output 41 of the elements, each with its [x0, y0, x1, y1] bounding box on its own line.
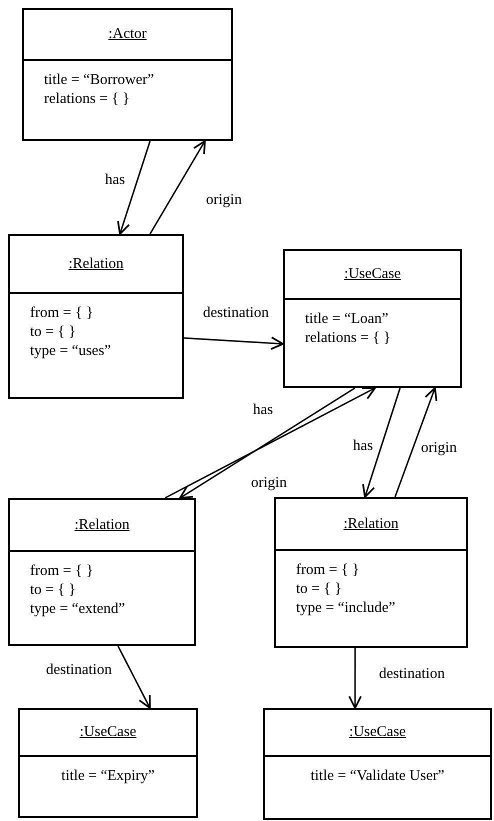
arrow: [179, 387, 356, 499]
object-name: :UseCase: [349, 724, 406, 741]
arrow: [362, 388, 401, 498]
attribute-text: from = { }: [30, 562, 94, 581]
attribute-text: relations = { }: [44, 90, 130, 109]
object-box: [22, 8, 233, 141]
arrow: [164, 387, 376, 499]
arrow: [348, 648, 362, 709]
attribute-text: to = { }: [30, 323, 76, 342]
attribute-text: title = “Expiry”: [61, 767, 155, 786]
object-name: :Actor: [108, 26, 147, 43]
arrow: [184, 336, 284, 350]
edge-label: origin: [250, 475, 288, 491]
attribute-text: from = { }: [30, 304, 94, 323]
object-box: [274, 497, 468, 648]
attribute-text: title = “Validate User”: [310, 767, 444, 786]
object-name: :UseCase: [344, 266, 401, 283]
attribute-text: from = { }: [296, 561, 360, 580]
attribute-text: title = “Borrower”: [44, 71, 154, 90]
attribute-text: to = { }: [296, 580, 342, 599]
arrow: [394, 387, 438, 498]
object-box: [263, 708, 492, 820]
arrow: [117, 140, 151, 235]
attribute-text: relations = { }: [305, 329, 391, 348]
object-box: [18, 708, 198, 818]
object-box: [283, 249, 462, 388]
object-box: [8, 234, 184, 399]
attribute-text: type = “extend”: [30, 600, 126, 619]
object-name: :Relation: [74, 516, 130, 534]
object-name: :Relation: [344, 516, 398, 532]
attribute-text: type = “uses”: [30, 342, 111, 361]
attribute-text: type = “include”: [296, 599, 396, 618]
attribute-text: to = { }: [30, 581, 76, 600]
edge-label: origin: [420, 440, 458, 456]
attribute-text: title = “Loan”: [305, 310, 388, 329]
arrow: [117, 646, 151, 709]
arrow: [149, 140, 206, 234]
edge-label: origin: [205, 192, 243, 208]
object-name: :UseCase: [80, 724, 136, 741]
object-box: [8, 498, 196, 646]
object-name: :Relation: [68, 256, 124, 272]
